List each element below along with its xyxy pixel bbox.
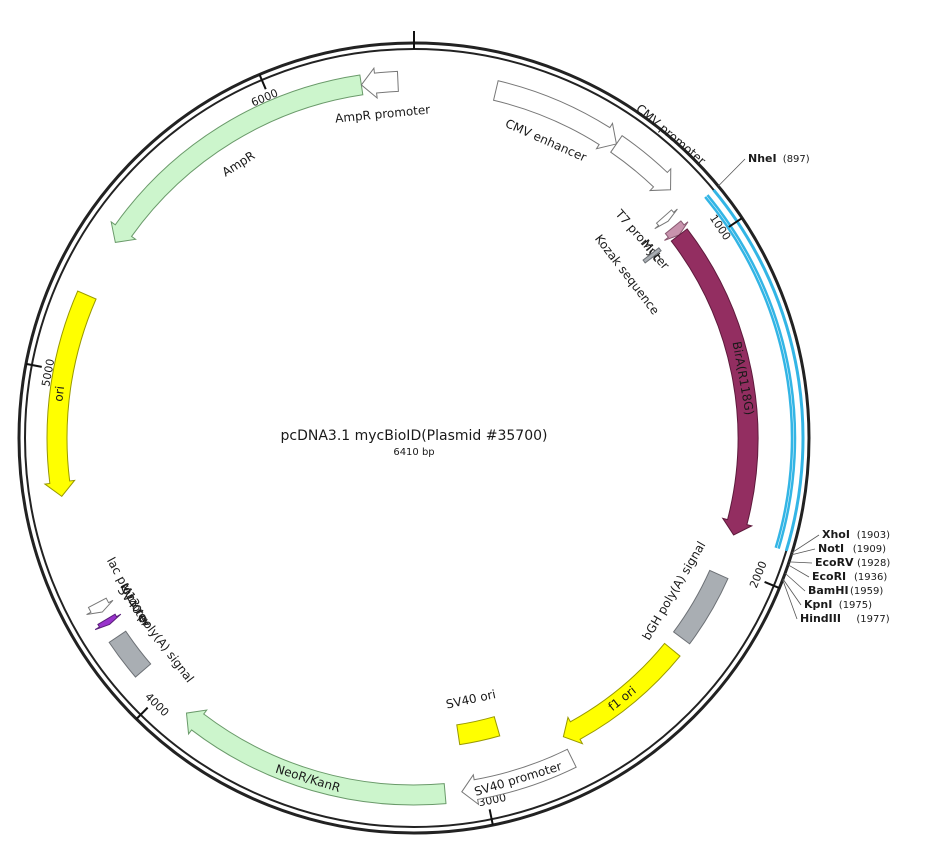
tick-mark <box>488 809 494 826</box>
plasmid-name: pcDNA3.1 mycBioID(Plasmid #35700) <box>281 428 548 444</box>
feature-kozak[interactable] <box>642 247 662 264</box>
site-leader <box>791 548 816 556</box>
feature-t7-promoter[interactable] <box>654 208 678 230</box>
feature-ori[interactable] <box>43 290 97 498</box>
feature-f1-ori[interactable] <box>562 642 681 745</box>
tick-label: 2000 <box>747 559 770 590</box>
site-leader <box>791 534 820 554</box>
tick-label: 4000 <box>142 690 171 719</box>
feature-sv40-ori[interactable] <box>456 716 501 746</box>
feature-cmv-enhancer[interactable] <box>492 80 617 150</box>
site-name[interactable]: EcoRI <box>812 570 846 583</box>
feature-bgh[interactable] <box>672 569 729 645</box>
feature-cmv-promoter[interactable] <box>610 134 672 192</box>
feature-lac-promoter[interactable] <box>86 597 114 616</box>
feature-ampr-promoter[interactable] <box>360 66 399 100</box>
feature-myc[interactable] <box>664 220 689 241</box>
highlight-arc <box>706 194 797 549</box>
feature-label-ampr-promoter: AmpR promoter <box>334 102 430 125</box>
feature-sv40-polya[interactable] <box>108 630 152 678</box>
site-leader <box>787 564 810 578</box>
site-name[interactable]: XhoI <box>822 528 850 541</box>
site-leader <box>717 158 746 187</box>
tick-mark <box>258 74 267 90</box>
plasmid-size: 6410 bp <box>393 447 434 458</box>
site-position: (1936) <box>854 572 887 583</box>
tick-mark <box>764 581 780 589</box>
feature-m13-rev[interactable] <box>94 613 122 631</box>
feature-bira[interactable] <box>670 228 759 536</box>
highlight-backbone <box>712 188 805 552</box>
site-leader <box>782 578 802 606</box>
site-name[interactable]: HindIII <box>800 612 841 625</box>
site-name[interactable]: BamHI <box>808 584 849 597</box>
highlight-region <box>704 188 805 552</box>
tick-mark <box>728 217 743 228</box>
feature-sv40-promoter[interactable] <box>461 748 577 806</box>
feature-label-ori: ori <box>51 385 67 402</box>
site-leader <box>782 579 798 620</box>
feature-neor[interactable] <box>185 709 447 806</box>
tick-mark <box>25 362 42 368</box>
site-position: (1975) <box>839 600 872 611</box>
highlight-arc <box>704 196 794 549</box>
feature-ampr[interactable] <box>110 74 364 243</box>
feature-label-ampr: AmpR <box>220 148 258 179</box>
site-name[interactable]: NheI <box>748 152 777 165</box>
site-name[interactable]: KpnI <box>804 598 832 611</box>
site-position: (1977) <box>856 614 889 625</box>
site-name[interactable]: NotI <box>818 542 844 555</box>
restriction-sites: NheI (897) XhoI (1903) NotI (1909)EcoRV(1928)… <box>717 152 890 625</box>
site-leader <box>784 572 806 592</box>
site-position: (1903) <box>857 530 890 541</box>
site-position: (1928) <box>857 558 890 569</box>
tick-mark <box>135 706 149 720</box>
feature-label-sv40-ori: SV40 ori <box>445 687 497 711</box>
site-leader <box>789 561 813 564</box>
site-position: (1959) <box>850 586 883 597</box>
site-name[interactable]: EcoRV <box>815 556 854 569</box>
site-position: (897) <box>783 154 810 165</box>
site-position: (1909) <box>853 544 886 555</box>
